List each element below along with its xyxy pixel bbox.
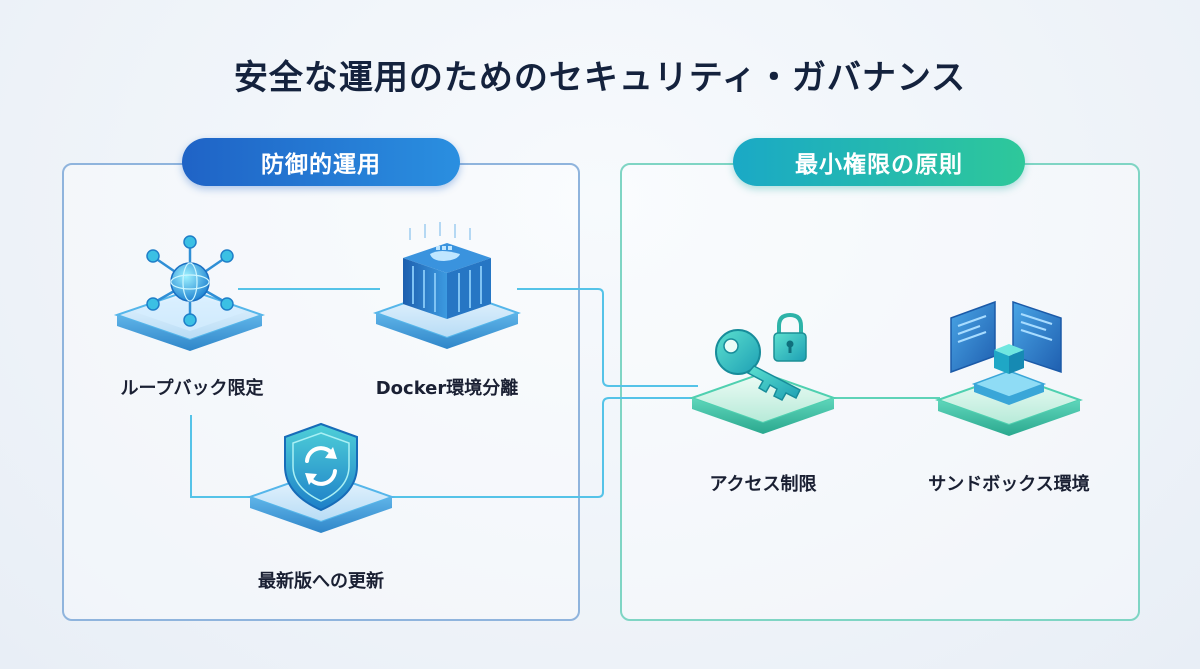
network-hub-icon [113, 235, 266, 351]
docker-isolation-label: Docker環境分離 [375, 378, 519, 399]
page-title: 安全な運用のためのセキュリティ・ガバナンス [233, 58, 967, 98]
padlock-icon [773, 312, 807, 362]
connector-lines [190, 288, 940, 498]
screen-left [950, 300, 996, 374]
sandbox-icon [934, 300, 1084, 436]
least-privilege-heading: 最小権限の原則 [733, 138, 1025, 186]
container-icon [372, 222, 522, 349]
defensive-operations-heading: 防御的運用 [182, 138, 460, 186]
key-shape [715, 329, 802, 401]
defensive-operations-panel [62, 163, 580, 621]
loopback-label: ループバック限定 [120, 378, 264, 399]
key-lock-icon [688, 312, 838, 434]
cube-shape [994, 344, 1024, 374]
sandbox-label: サンドボックス環境 [928, 474, 1090, 495]
shield-refresh-icon [246, 422, 396, 533]
screen-right [1012, 300, 1062, 374]
access-restriction-label: アクセス制限 [709, 474, 817, 495]
update-label: 最新版への更新 [258, 571, 384, 592]
